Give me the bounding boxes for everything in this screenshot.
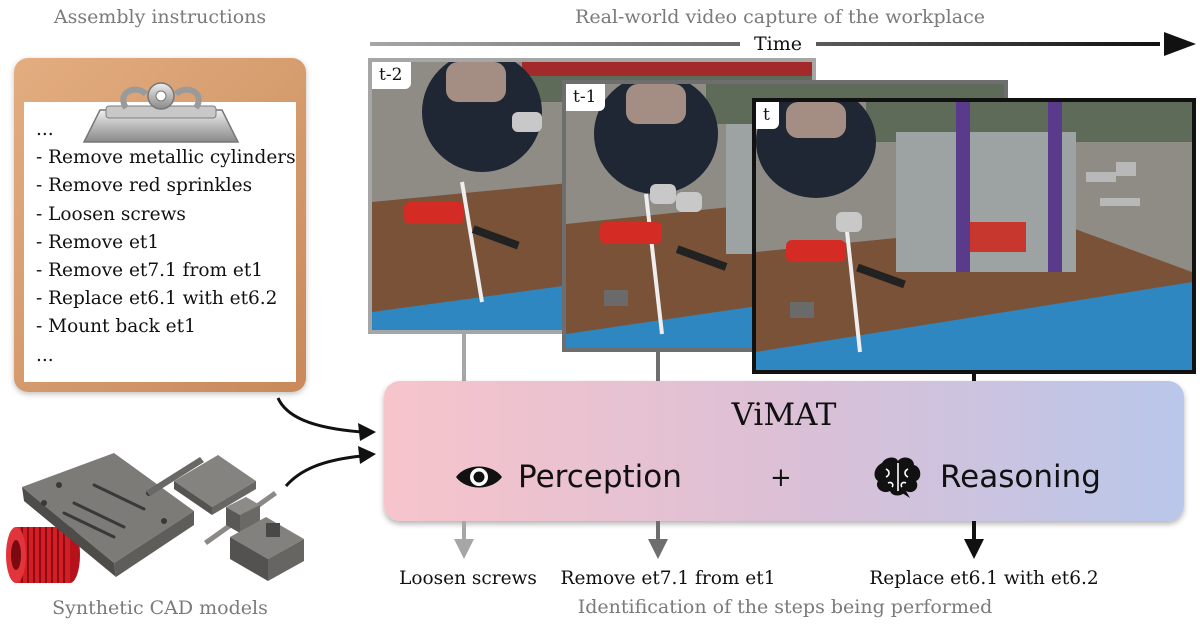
cad-arrow [284,454,363,487]
workplace-scene [756,102,1192,370]
clipboard: ... - Remove metallic cylinders - Remove… [14,58,306,392]
bolt-model [204,491,277,545]
output-step-t: Replace et6.1 with et6.2 [869,568,1099,589]
metal-rod-model [146,457,204,496]
clipboard-clip-icon [82,82,240,143]
instruction-item: ... [36,344,54,366]
brain-icon [874,457,921,498]
instruction-item: - Remove et7.1 from et1 [36,260,264,282]
output-step-t-2: Loosen screws [399,568,537,589]
vimat-model-box: ViMAT Perception + Reasoning [384,381,1184,521]
output-step-t-1: Remove et7.1 from et1 [560,568,776,589]
vimat-title: ViMAT [731,397,837,433]
instruction-item: - Remove red sprinkles [36,175,253,197]
instruction-item: - Loosen screws [36,203,186,225]
input-arrows [276,397,376,487]
connector-t-2 [462,334,466,382]
instructions-arrow [276,397,363,434]
reasoning-label: Reasoning [940,459,1101,495]
caption-video-capture: Real-world video capture of the workplac… [575,6,985,28]
connector-t [972,374,976,382]
bracket-model [230,517,304,581]
video-frame-t: t [752,98,1196,374]
perception-label: Perception [518,459,682,495]
plus-sign: + [770,463,792,493]
instruction-item: - Replace et6.1 with et6.2 [36,288,278,310]
instruction-item: - Mount back et1 [36,316,196,338]
instruction-list: ... - Remove metallic cylinders - Remove… [24,102,296,370]
eye-icon [456,466,502,488]
frame-label: t-2 [372,62,412,89]
frame-label: t-1 [566,84,606,111]
instruction-item: - Remove metallic cylinders [36,147,296,169]
caption-assembly-instructions: Assembly instructions [53,6,267,28]
base-plate-model [22,453,194,577]
frame-label: t [756,102,779,129]
instruction-sheet: ... - Remove metallic cylinders - Remove… [24,102,296,382]
small-plate-model [174,455,256,515]
connector-t-1 [656,352,660,382]
time-axis-label: Time [740,33,816,55]
caption-synthetic-cad: Synthetic CAD models [52,597,268,619]
output-arrows [454,521,984,559]
instruction-item: ... [36,119,54,140]
caption-identification: Identification of the steps being perfor… [577,596,993,618]
instruction-item: - Remove et1 [36,231,160,253]
cad-models-illustration [6,453,304,583]
